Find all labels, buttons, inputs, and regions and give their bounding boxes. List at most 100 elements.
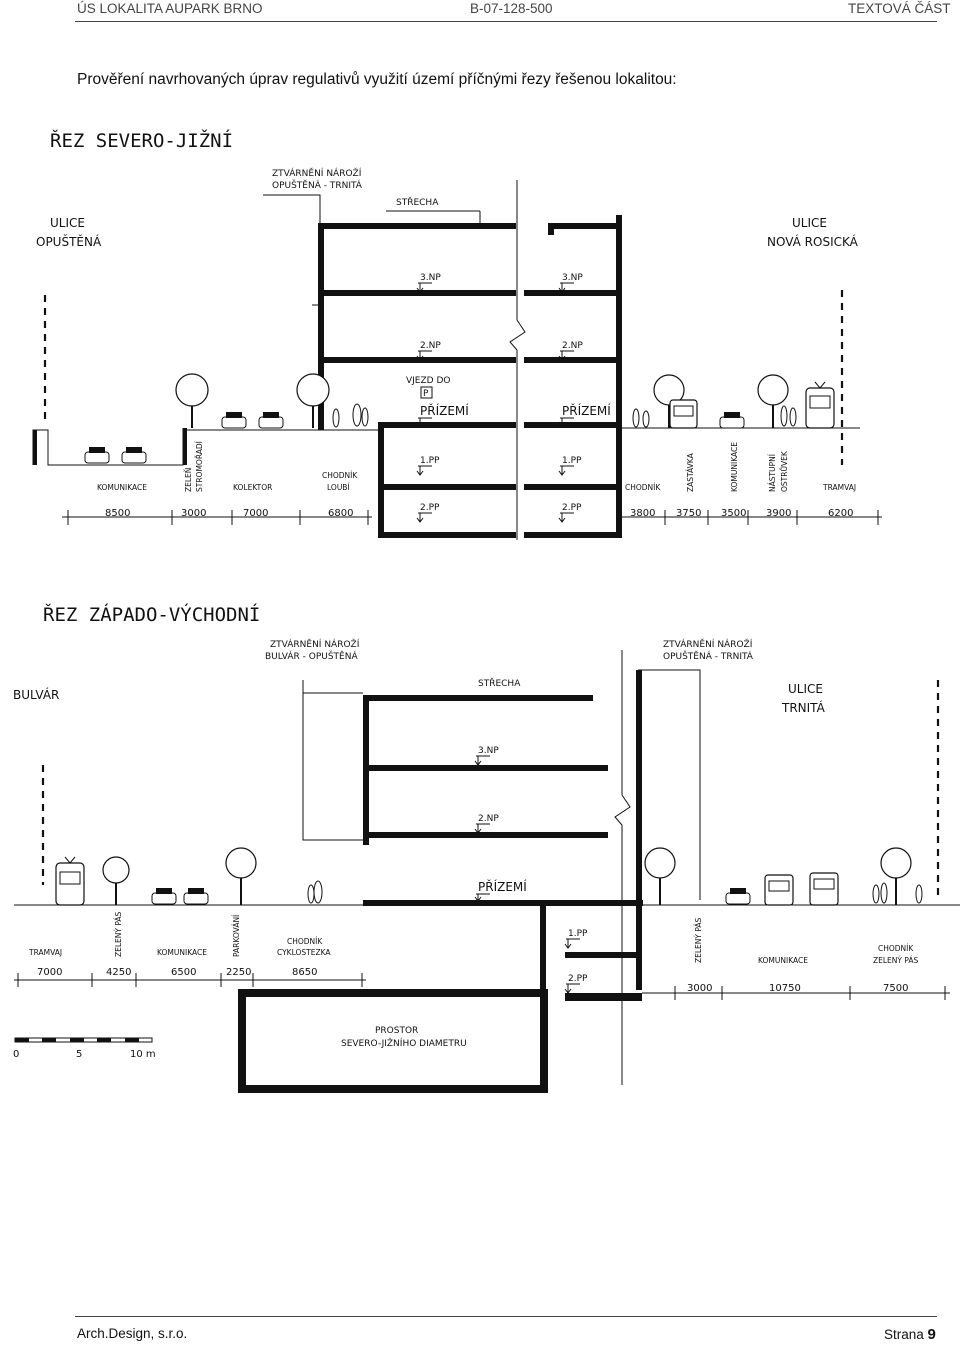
scale-10: 10 m	[130, 1049, 156, 1060]
zone-komunikace: KOMUNIKACE	[157, 948, 207, 957]
corner-left-2: BULVÁR - OPUŠTĚNÁ	[265, 650, 358, 662]
roof-slab-right	[548, 223, 622, 229]
corner-right-2: OPUŠTĚNÁ - TRNITÁ	[663, 650, 754, 662]
slab-2np-right	[524, 357, 622, 363]
street-right-line1: ULICE	[792, 216, 827, 230]
pedestrians-icon	[872, 882, 923, 904]
dim-7000: 7000	[243, 508, 268, 519]
dim-6200: 6200	[828, 508, 853, 519]
zone-zeleny-pas: ZELENÝ PÁS	[114, 911, 123, 957]
zone-tramvaj: TRAMVAJ	[28, 948, 62, 957]
tunnel-label-1: PROSTOR	[375, 1026, 418, 1036]
corner-label-2: OPUŠTĚNÁ - TRNITÁ	[272, 179, 363, 191]
roof-slab-left	[318, 223, 516, 229]
zone-ostruvek: OSTRŮVEK	[780, 450, 789, 492]
dim-8650: 8650	[292, 967, 317, 978]
tree-icon	[757, 374, 789, 428]
zone-loubi: LOUBÍ	[327, 483, 350, 492]
car-icon	[84, 447, 110, 464]
slab-prizemi	[363, 900, 643, 906]
zone-zeleny-pas-right-2: ZELENÝ PÁS	[873, 956, 919, 965]
zone-zeleny-pas-right: ZELENÝ PÁS	[694, 917, 703, 963]
dim-3750: 3750	[676, 508, 701, 519]
dim-3800: 3800	[630, 508, 655, 519]
level-2pp: 2.PP	[568, 974, 588, 984]
tunnel-label-2: SEVERO-JIŽNÍHO DIAMETRU	[341, 1037, 467, 1049]
corner-right-1: ZTVÁRNĚNÍ NÁROŽÍ	[663, 638, 753, 650]
car-icon	[719, 412, 745, 429]
zone-chodnik-right: CHODNÍK	[878, 944, 914, 953]
section-west-east: ŘEZ ZÁPADO-VÝCHODNÍ BULVÁR ULICE TRNITÁ …	[13, 603, 960, 1093]
pedestrians-icon	[632, 405, 797, 428]
level-3np: 3.NP	[478, 746, 499, 756]
zone-komunikace: KOMUNIKACE	[97, 483, 147, 492]
bus-icon	[764, 874, 794, 906]
level-prizemi-right: PŘÍZEMÍ	[562, 403, 611, 418]
dim-2250: 2250	[226, 967, 251, 978]
bus-icon	[669, 399, 698, 429]
scale-5: 5	[76, 1049, 82, 1060]
level-prizemi-left: PŘÍZEMÍ	[420, 403, 469, 418]
street-left-line2: OPUŠTĚNÁ	[36, 234, 102, 249]
zone-komunikace-right: KOMUNIKACE	[758, 956, 808, 965]
corner-label-1: ZTVÁRNĚNÍ NÁROŽÍ	[272, 167, 362, 179]
slab-2np	[363, 832, 608, 838]
corner-left-1: ZTVÁRNĚNÍ NÁROŽÍ	[270, 638, 360, 650]
zone-nastupni: NÁSTUPNÍ	[768, 454, 777, 492]
slab-1pp-right	[524, 484, 622, 490]
footer-page-label: Strana	[884, 1327, 924, 1342]
footer-rule	[75, 1316, 937, 1317]
zone-tramvaj: TRAMVAJ	[822, 483, 856, 492]
street-right-line2: TRNITÁ	[781, 700, 826, 715]
zone-kolektor: KOLEKTOR	[233, 483, 272, 492]
parking-letter: P	[423, 389, 429, 399]
dim-3500: 3500	[721, 508, 746, 519]
street-bulvar: BULVÁR	[13, 687, 59, 702]
dim-10750: 10750	[769, 983, 801, 994]
zone-chodnik-right: CHODNÍK	[625, 483, 661, 492]
section2-title: ŘEZ ZÁPADO-VÝCHODNÍ	[43, 603, 260, 626]
tram-icon	[805, 381, 835, 429]
section-north-south: ŘEZ SEVERO-JIŽNÍ ULICE OPUŠTĚNÁ ULICE NO…	[32, 129, 882, 540]
slab-prizemi-left	[378, 422, 516, 428]
street-right-line2: NOVÁ ROSICKÁ	[767, 234, 859, 249]
slab-prizemi-right	[524, 422, 622, 428]
header-rule	[75, 21, 937, 22]
zone-zastavka: ZASTÁVKA	[686, 452, 695, 492]
tunnel-box	[238, 989, 548, 1093]
dim-7500: 7500	[883, 983, 908, 994]
pedestrians-icon	[307, 880, 323, 904]
car-icon	[258, 412, 284, 429]
tree-icon	[644, 847, 676, 905]
zone-stromoradi: STROMOŘADÍ	[195, 441, 204, 492]
dim-6500: 6500	[171, 967, 196, 978]
level-2pp-right: 2.PP	[562, 503, 582, 513]
level-1pp-left: 1.PP	[420, 456, 440, 466]
slab-3np	[363, 765, 608, 771]
level-1pp-right: 1.PP	[562, 456, 582, 466]
tree-icon	[880, 847, 912, 905]
level-markers	[416, 282, 574, 523]
intro-text: Prověření navrhovaných úprav regulativů …	[77, 71, 677, 88]
bus-icon	[809, 872, 839, 906]
header-doc-number: B-07-128-500	[470, 1, 553, 16]
car-icon	[151, 888, 177, 905]
slab-1pp	[565, 952, 642, 958]
tree-icon	[225, 847, 257, 905]
level-2np-right: 2.NP	[562, 341, 583, 351]
car-icon	[121, 447, 147, 464]
slab-2pp-left	[378, 532, 516, 538]
footer-page: Strana 9	[884, 1326, 936, 1343]
parking-sign	[420, 386, 433, 399]
corner-bay	[263, 194, 321, 306]
car-icon	[725, 888, 751, 905]
zone-chodnik: CHODNÍK	[287, 937, 323, 946]
slab-2np-left	[318, 357, 516, 363]
footer-company: Arch.Design, s.r.o.	[77, 1326, 188, 1341]
dim-3000: 3000	[181, 508, 206, 519]
dim-6800: 6800	[328, 508, 353, 519]
roof-slab	[363, 695, 593, 701]
level-3np-right: 3.NP	[562, 273, 583, 283]
car-icon	[221, 412, 247, 429]
scale-0: 0	[13, 1049, 19, 1060]
